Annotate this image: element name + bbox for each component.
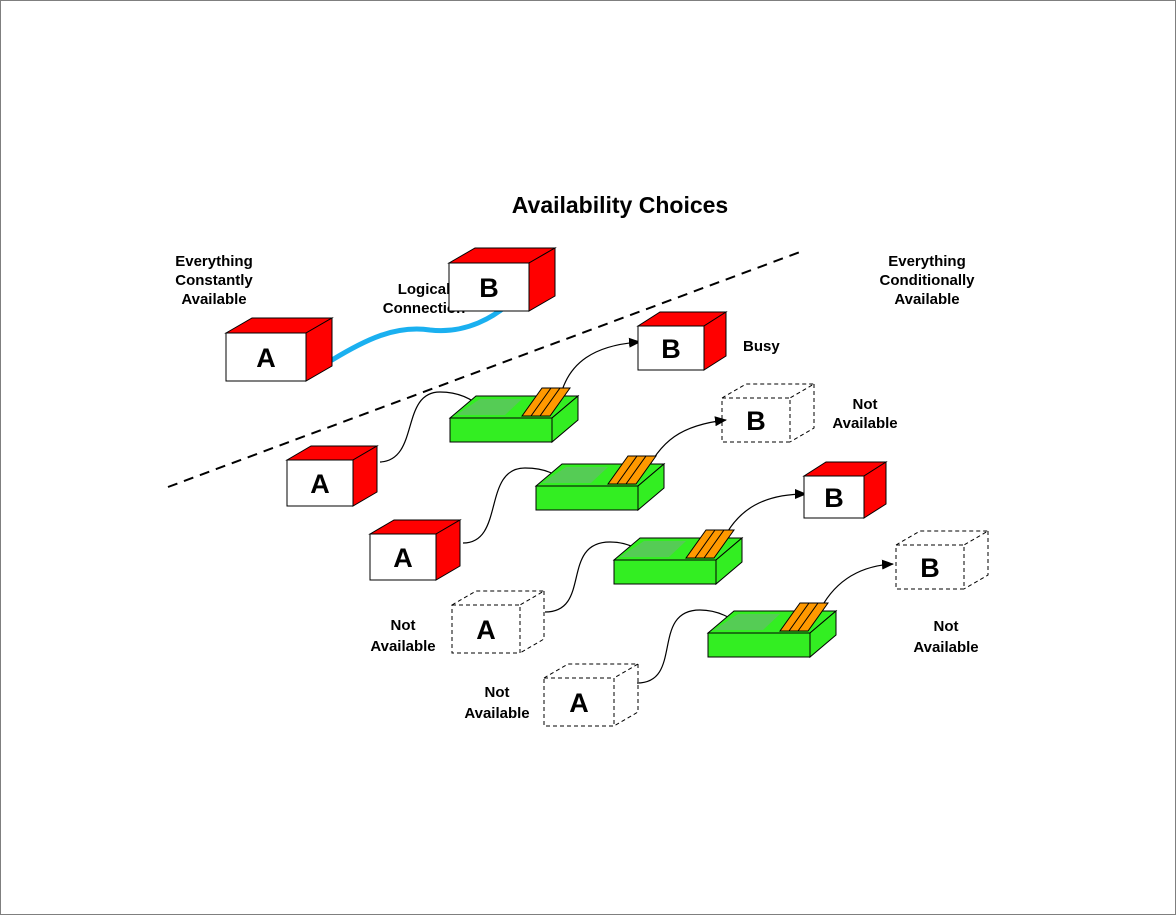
svg-text:Connection: Connection <box>383 300 466 317</box>
box-a-not-available-2-front-edge <box>543 677 615 727</box>
box-b-constant: B <box>447 247 557 312</box>
diagram-title: Availability Choices <box>512 192 728 218</box>
not-available-label-b1: Not Available <box>832 396 897 432</box>
box-a-not-available-2: A <box>543 663 640 727</box>
svg-text:Everything: Everything <box>175 253 253 270</box>
box-a-constant: A <box>224 317 334 382</box>
queue-tray-3 <box>612 529 744 586</box>
not-available-label-a2: Not Available <box>464 684 529 722</box>
not-available-label-b2: Not Available <box>913 618 978 656</box>
everything-constantly-available-label: Everything Constantly Available <box>175 253 253 308</box>
box-a-conditional-2-front-face <box>369 533 437 581</box>
box-b-not-available-1: B <box>721 383 816 443</box>
box-a-conditional-2-letter: A <box>393 543 413 573</box>
queue-tray-1 <box>448 387 580 444</box>
queue-tray-4-tray-floor <box>714 614 780 630</box>
box-b-constant-front-face <box>448 262 530 312</box>
queue-tray-2-message-3 <box>625 455 657 485</box>
divider-dashed-line <box>167 251 801 488</box>
box-b-not-available-2-top-edge <box>895 530 990 546</box>
box-a-not-available-1-top-edge <box>451 590 546 606</box>
svg-text:Constantly: Constantly <box>175 272 253 289</box>
queue-tray-4-message-3 <box>797 602 829 632</box>
box-a-not-available-1: A <box>451 590 546 654</box>
box-a-not-available-1-side-edge <box>519 591 545 654</box>
box-b-busy-letter: B <box>661 334 681 364</box>
box-a-not-available-1-front-edge <box>451 604 521 654</box>
svg-text:Everything: Everything <box>888 253 966 270</box>
svg-text:Available: Available <box>464 705 529 722</box>
flow-arrow-queue-to-unavailable-b2 <box>817 559 894 615</box>
box-a-not-available-2-top-edge <box>543 663 640 679</box>
box-a-not-available-2-letter: A <box>569 688 589 718</box>
queue-tray-3-tray-side <box>715 536 743 586</box>
svg-text:Available: Available <box>370 638 435 655</box>
box-b-not-available-2-letter: B <box>920 553 940 583</box>
svg-text:Available: Available <box>181 291 246 308</box>
queue-tray-2-tray-floor <box>542 467 608 483</box>
queue-tray-2-tray-side <box>637 462 665 512</box>
box-b-available-letter: B <box>824 483 844 513</box>
box-a-conditional-1-letter: A <box>310 469 330 499</box>
queue-tray-3-message-3 <box>703 529 735 559</box>
queue-tray-1-message-3 <box>539 387 571 417</box>
queue-tray-1-tray-side <box>551 394 579 444</box>
queue-tray-3-tray-front <box>613 559 717 585</box>
svg-text:Available: Available <box>832 415 897 432</box>
queue-tray-3-tray-floor <box>620 541 686 557</box>
box-a-constant-front-face <box>225 332 307 382</box>
box-a-not-available-1-letter: A <box>476 615 496 645</box>
not-available-label-a1: Not Available <box>370 617 435 655</box>
svg-text:Not: Not <box>485 684 510 701</box>
queue-tray-4-tray-side <box>809 609 837 659</box>
box-b-busy: B <box>636 311 728 371</box>
box-b-not-available-1-letter: B <box>746 406 766 436</box>
queue-tray-1-tray-floor <box>456 399 522 415</box>
box-b-not-available-1-side-edge <box>789 384 815 443</box>
svg-text:Not: Not <box>934 618 959 635</box>
logical-connection-line <box>329 295 518 363</box>
svg-text:Not: Not <box>391 617 416 634</box>
queue-tray-2 <box>534 455 666 512</box>
svg-text:Not: Not <box>853 396 878 413</box>
box-a-constant-letter: A <box>256 343 276 373</box>
everything-conditionally-available-label: Everything Conditionally Available <box>880 253 976 308</box>
queue-tray-2-tray-front <box>535 485 639 511</box>
flow-arrow-queue-to-b <box>721 489 807 543</box>
box-b-available-front-face <box>803 475 865 519</box>
flow-arrow-a1-to-queue <box>379 391 485 463</box>
logical-connection-label: Logical Connection <box>383 281 466 317</box>
box-a-conditional-2: A <box>368 519 462 581</box>
svg-text:Logical: Logical <box>398 281 451 298</box>
busy-label: Busy <box>743 338 780 355</box>
box-a-conditional-1: A <box>285 445 379 507</box>
svg-text:Available: Available <box>894 291 959 308</box>
box-a-conditional-1-front-face <box>286 459 354 507</box>
box-b-not-available-2: B <box>895 530 990 590</box>
box-b-not-available-2-side-edge <box>963 531 989 590</box>
queue-tray-1-tray-front <box>449 417 553 443</box>
box-b-available: B <box>802 461 888 519</box>
box-a-not-available-2-side-edge <box>613 664 639 727</box>
flow-arrow-queue-to-busy-b <box>559 337 641 399</box>
queue-tray-4 <box>706 602 838 659</box>
box-b-constant-letter: B <box>479 273 499 303</box>
queue-tray-4-tray-front <box>707 632 811 658</box>
svg-text:Conditionally: Conditionally <box>880 272 976 289</box>
svg-text:Available: Available <box>913 639 978 656</box>
box-b-not-available-1-top-edge <box>721 383 816 399</box>
box-b-busy-front-face <box>637 325 705 371</box>
